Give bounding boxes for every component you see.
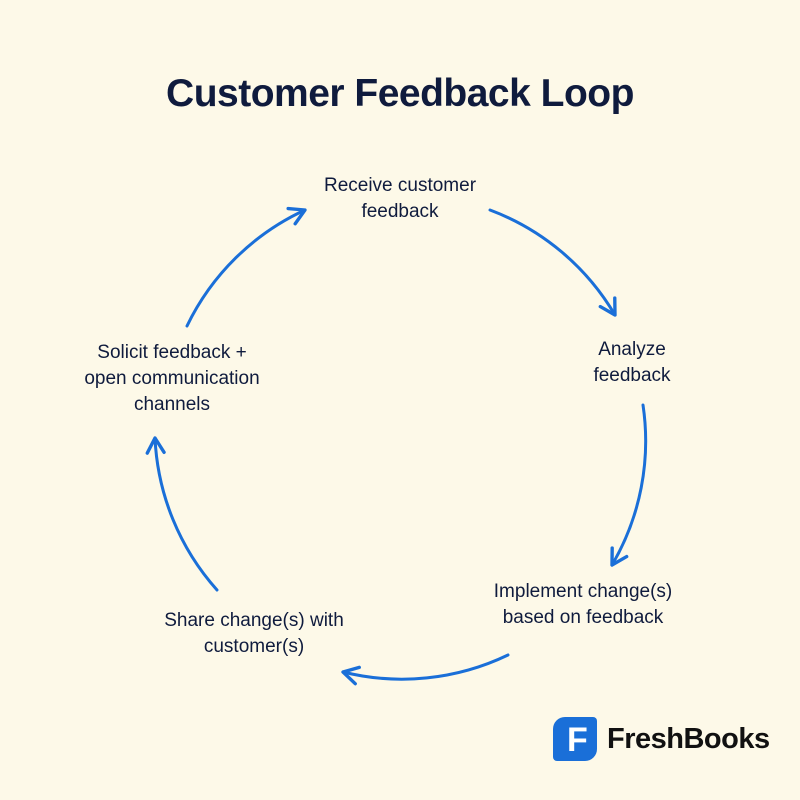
step-analyze-feedback: Analyze feedback [593,337,670,389]
step-line: channels [133,394,211,415]
arrow-implement-to-share [341,653,510,686]
freshbooks-logo-icon: F [553,717,597,761]
step-line: feedback [593,365,671,386]
step-line: Receive customer [323,175,477,196]
step-line: customer(s) [203,636,305,657]
arrow-analyze-to-implement [610,403,648,567]
brand-name: FreshBooks [607,722,770,755]
step-share-changes: Share change(s) with customer(s) [164,608,344,660]
step-line: Share change(s) with [164,610,344,631]
step-receive-feedback: Receive customer feedback [324,173,476,225]
step-implement-changes: Implement change(s) based on feedback [494,579,672,631]
freshbooks-logo: F FreshBooks [553,717,770,761]
step-line: based on feedback [502,607,664,628]
step-line: open communication [84,368,260,389]
step-line: feedback [361,201,439,222]
arrow-solicit-to-receive [185,206,307,328]
step-solicit-feedback: Solicit feedback + open communication ch… [84,340,259,418]
page-title: Customer Feedback Loop [166,72,634,115]
step-line: Analyze [598,339,666,360]
step-line: Implement change(s) [493,581,673,602]
arrow-share-to-solicit [145,436,219,592]
arrow-receive-to-analyze [488,208,617,317]
step-line: Solicit feedback + [97,342,247,363]
